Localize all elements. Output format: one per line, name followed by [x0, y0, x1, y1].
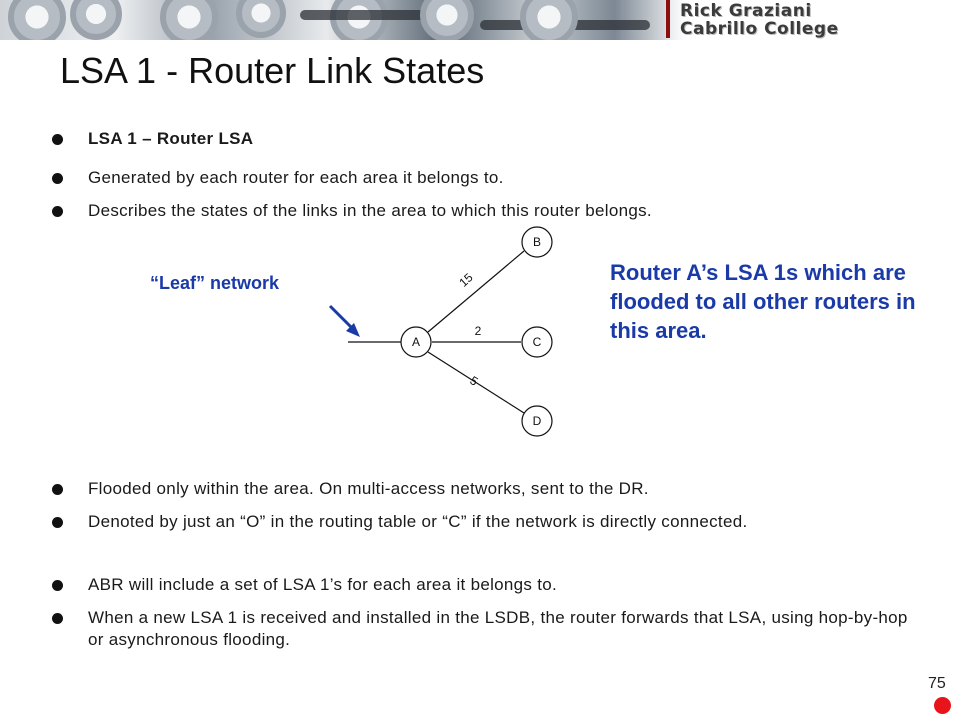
leaf-arrow	[328, 304, 360, 337]
router-a-label: A	[412, 335, 420, 349]
institution-name: Cabrillo College	[680, 19, 839, 39]
author-name: Rick Graziani	[680, 1, 812, 21]
router-b-label: B	[533, 235, 541, 249]
router-d-label: D	[533, 414, 542, 428]
router-a-lsa-callout: Router A’s LSA 1s which are flooded to a…	[610, 260, 916, 343]
gear-decoration	[160, 0, 218, 40]
gear-decoration	[330, 0, 388, 40]
router-c-node	[521, 326, 553, 358]
router-b-node	[521, 226, 553, 258]
gear-decoration	[236, 0, 286, 38]
router-a-node	[400, 326, 432, 358]
link-a-d	[427, 351, 525, 414]
brand-accent-bar	[666, 0, 670, 38]
leaf-network-label: “Leaf” network	[150, 273, 280, 293]
cost-a-b-label: 15	[456, 270, 476, 290]
gear-decoration	[70, 0, 122, 40]
cost-a-d-label: 5	[467, 373, 480, 389]
brand-block	[664, 0, 960, 40]
cable-decoration	[300, 10, 460, 20]
cost-a-c-label: 2	[475, 324, 482, 338]
gear-decoration	[8, 0, 66, 40]
gear-decoration	[420, 0, 474, 40]
router-c-label: C	[533, 335, 542, 349]
page-number: 75	[928, 675, 946, 692]
router-d-node	[521, 405, 553, 437]
gear-decoration	[520, 0, 578, 40]
slide-title: LSA 1 - Router Link States	[60, 50, 485, 91]
link-a-b	[427, 250, 525, 333]
red-dot-marker	[934, 697, 951, 714]
